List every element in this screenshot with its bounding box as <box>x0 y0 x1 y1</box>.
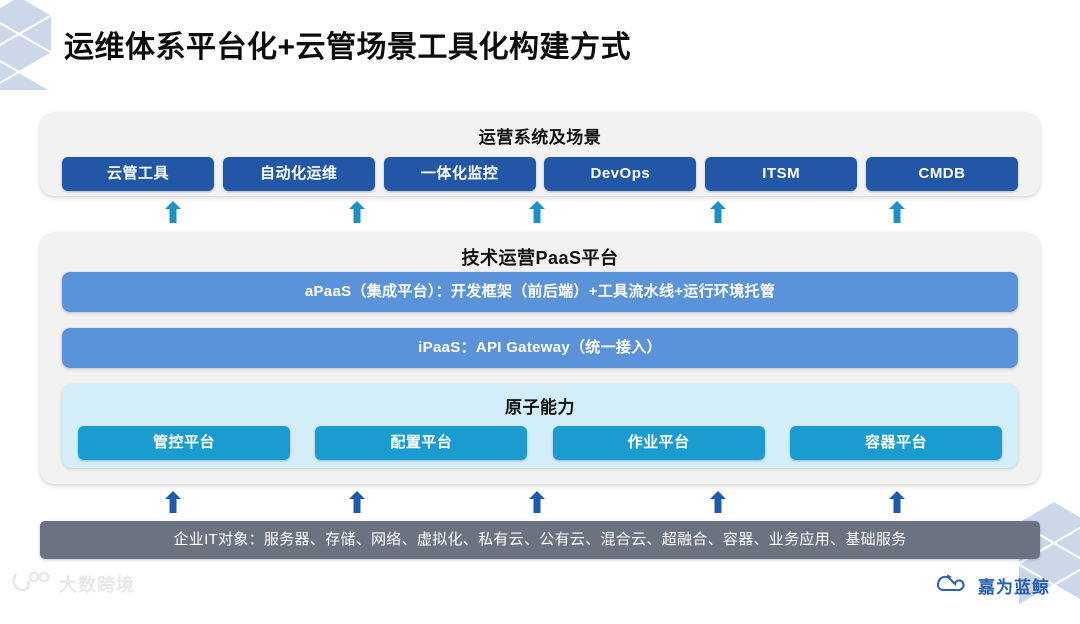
decorative-hexagon-top-left <box>0 0 56 99</box>
up-arrow-icon <box>164 200 182 224</box>
page-title: 运维体系平台化+云管场景工具化构建方式 <box>64 31 632 64</box>
apaas-row[interactable]: aPaaS（集成平台）：开发框架（前后端）+工具流水线+运行环境托管 <box>62 272 1018 312</box>
scenario-chip-itsm[interactable]: ITSM <box>705 157 858 191</box>
scenarios-band: 运营系统及场景 云管工具 自动化运维 一体化监控 DevOps ITSM CMD… <box>40 112 1040 196</box>
ipaas-row[interactable]: iPaaS：API Gateway（统一接入） <box>62 328 1018 368</box>
up-arrow-icon <box>528 200 546 224</box>
scenarios-band-title: 运营系统及场景 <box>478 128 602 147</box>
scenario-chip-cmdb[interactable]: CMDB <box>865 157 1018 191</box>
whale-icon <box>935 572 971 599</box>
atomic-chip-container-platform[interactable]: 容器平台 <box>789 426 1002 460</box>
atomic-capability-title: 原子能力 <box>505 398 575 417</box>
up-arrow-icon <box>709 200 727 224</box>
watermark-logo-left: 大数跨境 <box>12 570 135 597</box>
scenario-chip-devops[interactable]: DevOps <box>544 157 697 191</box>
scenario-chip-automation-ops[interactable]: 自动化运维 <box>222 157 375 191</box>
up-arrow-icon <box>888 200 906 224</box>
footer-right-text: 嘉为蓝鲸 <box>978 578 1050 597</box>
up-arrow-icon <box>164 490 182 514</box>
up-arrow-icon <box>348 490 366 514</box>
up-arrow-icon <box>528 490 546 514</box>
brand-logo-right: 嘉为蓝鲸 <box>935 572 1050 599</box>
up-arrow-icon <box>888 490 906 514</box>
arrow-row-upper <box>0 200 1080 226</box>
scenario-chip-cloud-tool[interactable]: 云管工具 <box>62 157 214 191</box>
arrow-row-lower <box>0 490 1080 516</box>
scenarios-chip-row: 云管工具 自动化运维 一体化监控 DevOps ITSM CMDB <box>40 148 1040 191</box>
atomic-chip-control-platform[interactable]: 管控平台 <box>78 426 290 460</box>
scenario-chip-unified-monitoring[interactable]: 一体化监控 <box>383 157 536 191</box>
paas-band: 技术运营PaaS平台 aPaaS（集成平台）：开发框架（前后端）+工具流水线+运… <box>40 232 1040 484</box>
decorative-hexagon-bottom-right <box>1014 499 1080 624</box>
paas-band-title: 技术运营PaaS平台 <box>461 248 619 268</box>
atomic-chip-job-platform[interactable]: 作业平台 <box>552 426 765 460</box>
enterprise-it-objects-bar: 企业IT对象：服务器、存储、网络、虚拟化、私有云、公有云、混合云、超融合、容器、… <box>40 521 1040 559</box>
up-arrow-icon <box>709 490 727 514</box>
atomic-chip-config-platform[interactable]: 配置平台 <box>315 426 528 460</box>
up-arrow-icon <box>348 200 366 224</box>
dashukuajing-mark-icon <box>12 570 52 597</box>
footer-left-text: 大数跨境 <box>59 574 135 595</box>
atomic-capability-chip-row: 管控平台 配置平台 作业平台 容器平台 <box>62 418 1018 460</box>
atomic-capability-band: 原子能力 管控平台 配置平台 作业平台 容器平台 <box>62 384 1018 468</box>
